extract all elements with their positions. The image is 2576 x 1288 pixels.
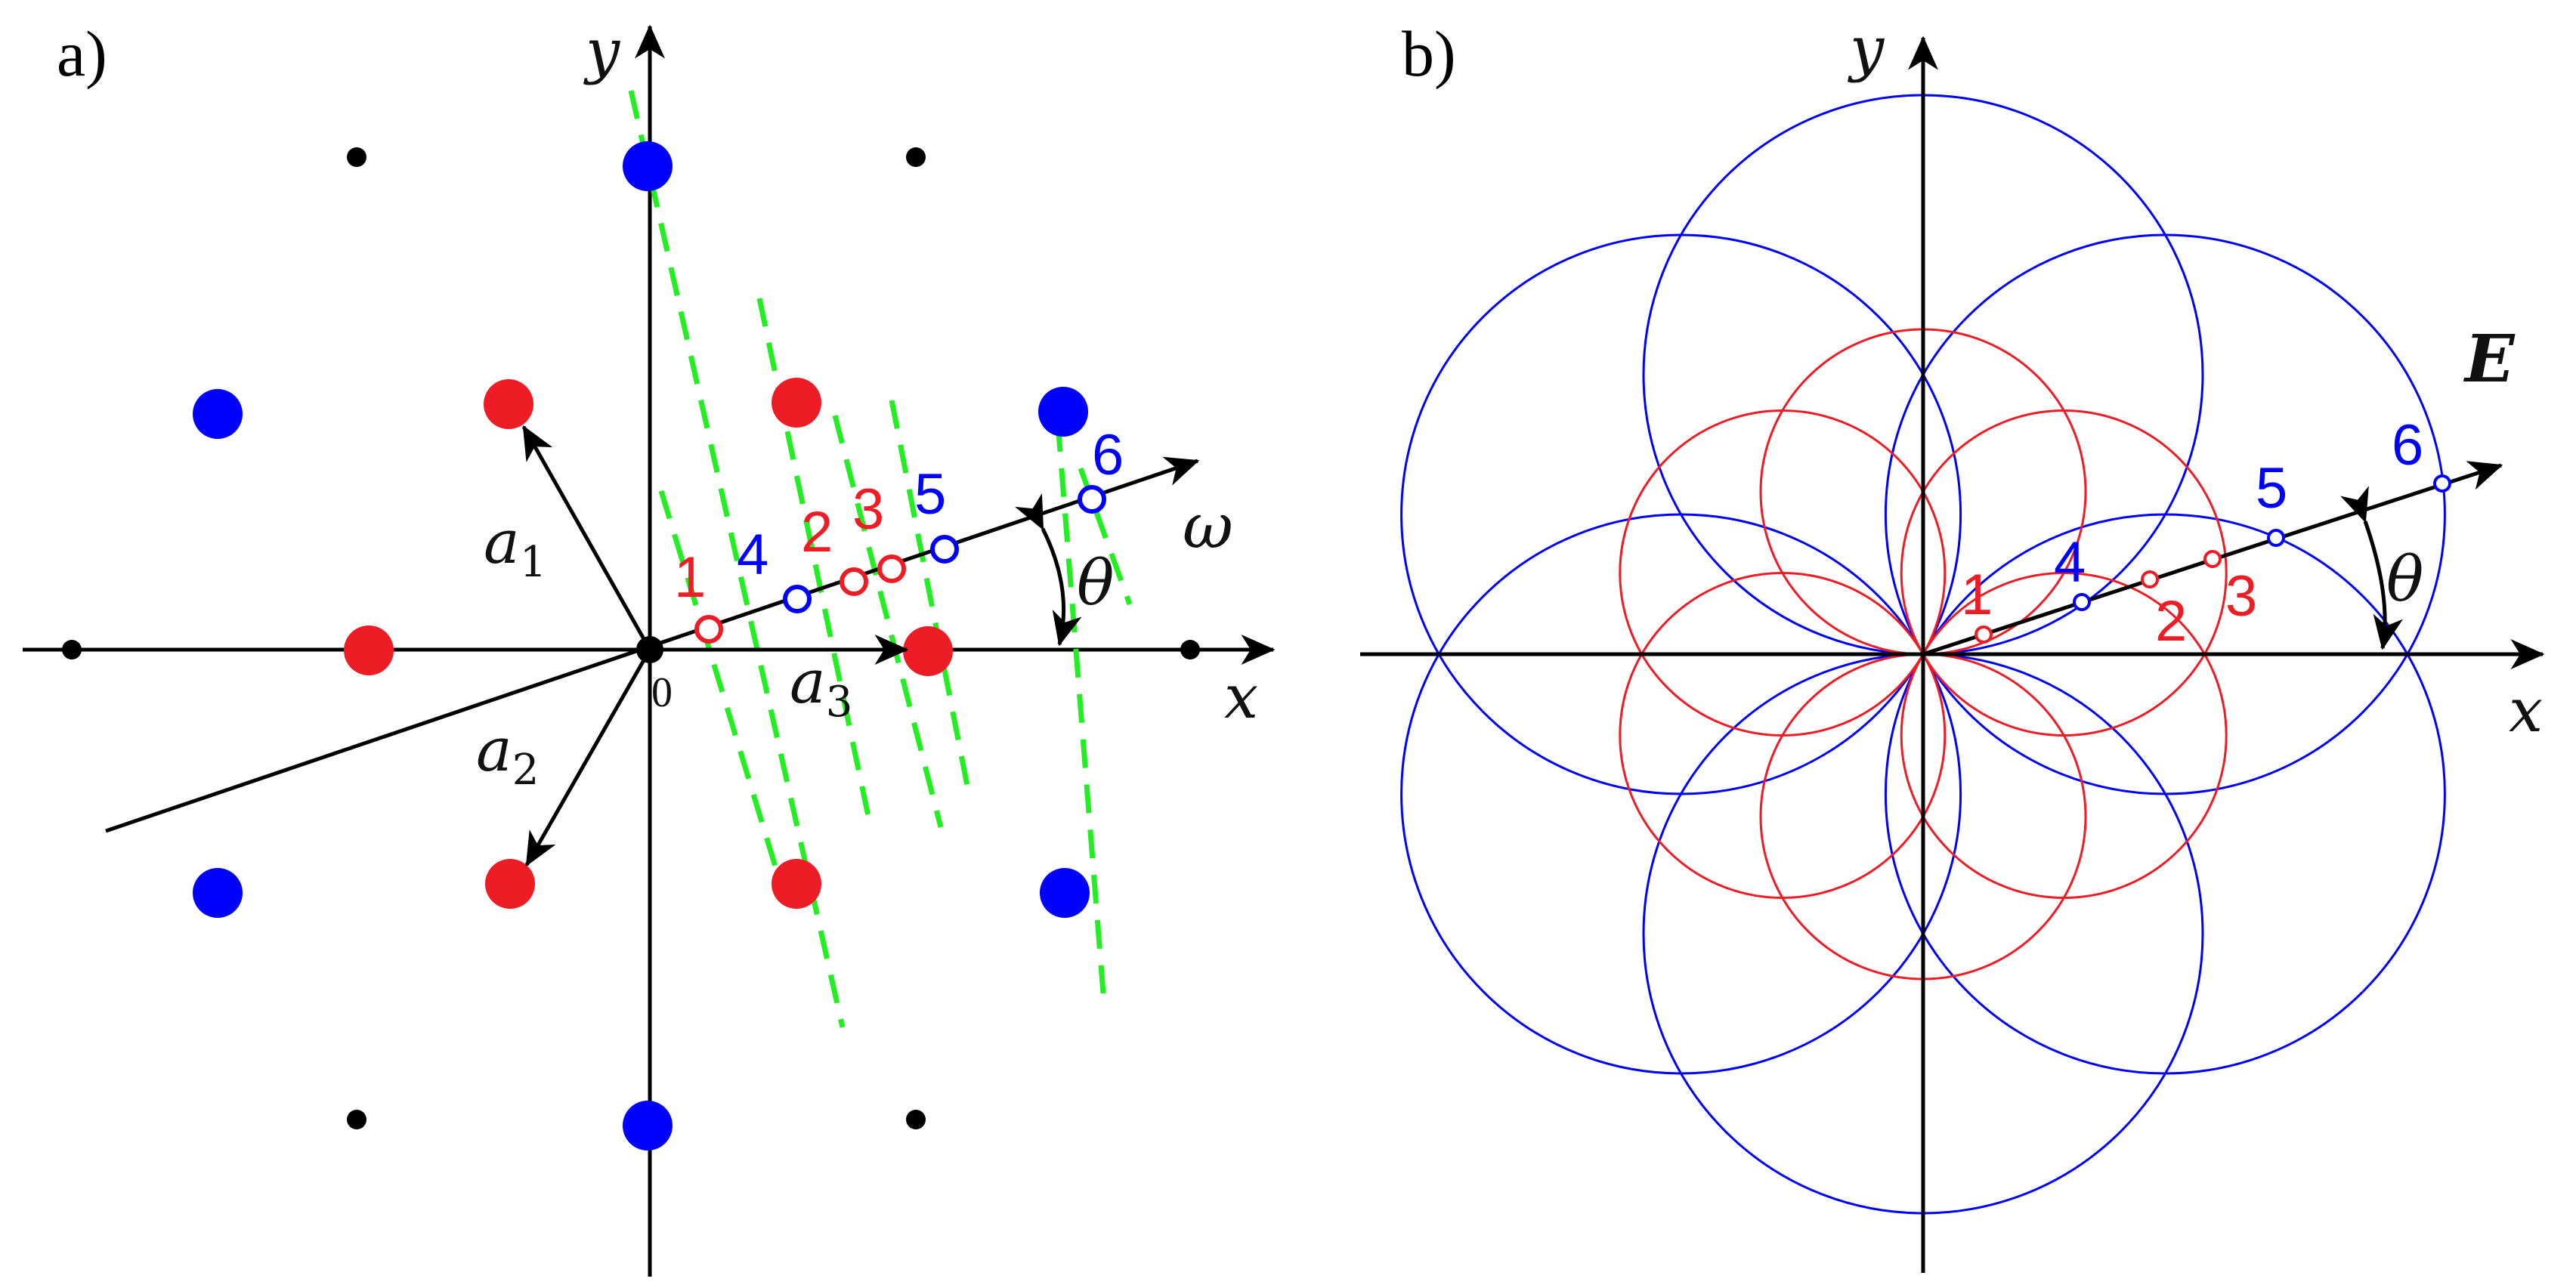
blue-dot	[1038, 387, 1088, 437]
lattice-points	[62, 141, 1200, 1151]
red-dot	[903, 626, 953, 676]
panel-a-angle-arc	[1015, 493, 1082, 647]
black-dot	[347, 1110, 366, 1129]
marker-4	[2073, 593, 2091, 611]
panel-b-markers	[1975, 474, 2451, 644]
marker-4-label: 4	[2054, 530, 2086, 595]
marker-3-label: 3	[2225, 564, 2257, 629]
panel-b-label: b)	[1402, 17, 1456, 90]
marker-5	[930, 535, 959, 564]
panel-a-omega-label: ω	[1183, 491, 1233, 563]
panel-b: b) x y E θ 1 2 3 4 5 6	[1360, 14, 2545, 1273]
red-dot	[772, 378, 821, 428]
panel-a-x-label: x	[1224, 662, 1258, 732]
marker-2	[840, 567, 868, 596]
black-dot	[1180, 640, 1200, 659]
marker-1	[1975, 625, 1993, 644]
marker-1-label: 1	[1961, 563, 1993, 627]
marker-2-label: 2	[801, 500, 833, 564]
panel-a: a) x y 0	[23, 16, 1276, 1277]
vector-a2-label: a2	[476, 715, 539, 795]
red-dot	[772, 859, 821, 909]
lattice-plane-2	[658, 490, 781, 878]
marker-3-label: 3	[852, 477, 884, 542]
panel-a-origin-label: 0	[651, 669, 673, 716]
red-dot	[344, 625, 394, 675]
black-dot	[347, 147, 366, 167]
marker-2	[2141, 570, 2159, 588]
black-dot	[62, 640, 82, 659]
red-dot	[484, 379, 533, 429]
blue-dot	[623, 1101, 673, 1151]
panel-a-theta-label: θ	[1077, 548, 1114, 619]
vector-a1-label: a1	[484, 507, 546, 587]
vector-a3-label: a3	[790, 647, 852, 727]
blue-dot	[1040, 868, 1090, 918]
vector-a2-arrow	[524, 648, 652, 867]
panel-b-x-label: x	[2509, 675, 2543, 746]
panel-b-E-label: E	[2463, 321, 2516, 397]
marker-6-label: 6	[2392, 413, 2423, 477]
marker-1-label: 1	[674, 545, 706, 610]
panel-b-angle-arc	[2340, 486, 2404, 650]
black-dot	[906, 1110, 926, 1129]
panel-a-y-label: y	[583, 16, 621, 86]
panel-b-y-label: y	[1848, 14, 1885, 84]
circle-arrangement	[1400, 94, 2446, 1215]
marker-6	[2433, 474, 2451, 493]
red-circle	[1900, 572, 2228, 899]
panel-b-theta-label: θ	[2386, 544, 2423, 616]
marker-6	[1078, 485, 1106, 514]
red-circle	[1900, 409, 2228, 737]
blue-dot	[623, 141, 673, 191]
black-dot	[906, 147, 926, 167]
marker-5-label: 5	[914, 462, 946, 527]
marker-6-label: 6	[1092, 423, 1124, 487]
lattice-plane-5	[889, 400, 970, 786]
red-dot	[485, 859, 535, 909]
marker-4	[783, 585, 812, 613]
marker-3	[2203, 550, 2222, 568]
marker-5	[2267, 529, 2285, 547]
panel-a-markers	[694, 485, 1106, 644]
panel-a-label: a)	[57, 17, 107, 90]
blue-circle	[1884, 233, 2446, 795]
lattice-plane-4	[832, 415, 944, 828]
marker-2-label: 2	[2155, 589, 2187, 653]
marker-3	[877, 554, 906, 583]
blue-dot	[193, 868, 243, 918]
marker-4-label: 4	[737, 523, 768, 587]
marker-5-label: 5	[2256, 456, 2287, 520]
blue-dot	[193, 389, 243, 439]
lattice-plane-1	[628, 90, 846, 1028]
vector-a1-arrow	[521, 425, 652, 651]
marker-1	[694, 615, 723, 644]
blue-circle	[1884, 513, 2446, 1075]
